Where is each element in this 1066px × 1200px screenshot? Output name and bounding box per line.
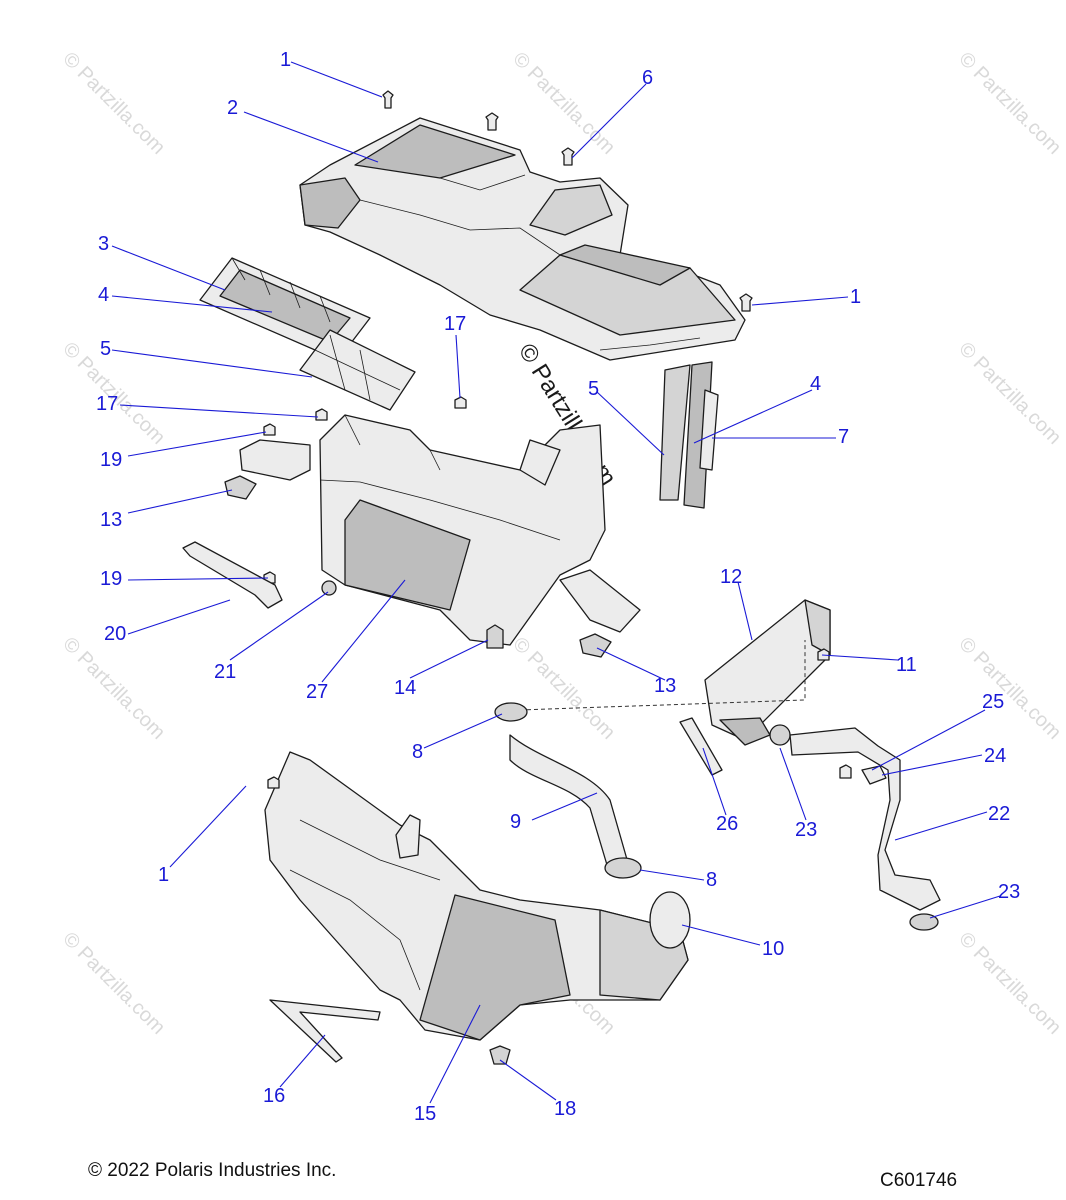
callout-label: 17: [444, 313, 466, 335]
filter-element-side: [659, 361, 719, 509]
watermark: © Partzilla.com: [58, 633, 169, 744]
callout-label: 12: [720, 566, 742, 588]
callout-label: 18: [554, 1098, 576, 1120]
watermark: © Partzilla.com: [954, 48, 1065, 159]
strap-and-fastener: [269, 999, 511, 1065]
callout-label: 27: [306, 681, 328, 703]
watermark: © Partzilla.com: [954, 928, 1065, 1039]
callout-label: 10: [762, 938, 784, 960]
callout-label: 8: [706, 869, 717, 891]
watermark: © Partzilla.com: [58, 48, 169, 159]
pin-part: [679, 717, 723, 776]
callout-label: 11: [896, 654, 917, 676]
callout-label: 4: [810, 373, 821, 395]
copyright-text: © 2022 Polaris Industries Inc.: [88, 1160, 337, 1181]
intake-duct-part: [264, 751, 691, 1041]
callout-label: 22: [988, 803, 1010, 825]
leader-lines: [111, 61, 1001, 1104]
strap-bracket-part: [182, 541, 283, 609]
callout-label: 8: [412, 741, 423, 763]
callout-label: 19: [100, 449, 122, 471]
callout-label: 23: [795, 819, 817, 841]
callout-label: 1: [280, 49, 291, 71]
callout-label: 9: [510, 811, 521, 833]
callout-label: 20: [104, 623, 126, 645]
watermark: © Partzilla.com: [508, 48, 619, 159]
upper-cover-part: [299, 117, 746, 361]
breather-tube-assembly: [769, 724, 941, 931]
callout-label: 1: [158, 864, 169, 886]
callout-label: 2: [227, 97, 238, 119]
callout-label: 26: [716, 813, 738, 835]
watermark: © Partzilla.com: [954, 338, 1065, 449]
watermark: © Partzilla.com: [954, 633, 1065, 744]
callout-label: 6: [642, 67, 653, 89]
canister-part: [704, 599, 831, 746]
callout-label: 14: [394, 677, 416, 699]
figure-id: C601746: [880, 1170, 958, 1191]
callout-label: 19: [100, 568, 122, 590]
callout-label: 13: [654, 675, 676, 697]
callout-label: 23: [998, 881, 1020, 903]
connection-dashed-line: [519, 640, 806, 711]
air-filter-assembly: [199, 257, 416, 411]
callout-label: 24: [984, 745, 1006, 767]
lower-airbox-part: [239, 414, 641, 646]
small-fasteners: [224, 396, 612, 658]
callout-label: 13: [100, 509, 122, 531]
hose-assembly: [494, 702, 642, 879]
callout-label: 5: [100, 338, 111, 360]
callout-label: 4: [98, 284, 109, 306]
callout-labels: 1 2 6 3 4 5 1 17 17 19 13 5 4 7 19 20 21…: [96, 49, 1020, 1125]
watermark: © Partzilla.com: [58, 928, 169, 1039]
callout-label: 25: [982, 691, 1004, 713]
callout-label: 16: [263, 1085, 285, 1107]
callout-label: 17: [96, 393, 118, 415]
screw-fasteners-top: [382, 90, 753, 312]
callout-label: 15: [414, 1103, 436, 1125]
callout-label: 7: [838, 426, 849, 448]
callout-label: 21: [214, 661, 236, 683]
callout-label: 5: [588, 378, 599, 400]
callout-label: 1: [850, 286, 861, 308]
callout-label: 3: [98, 233, 109, 255]
